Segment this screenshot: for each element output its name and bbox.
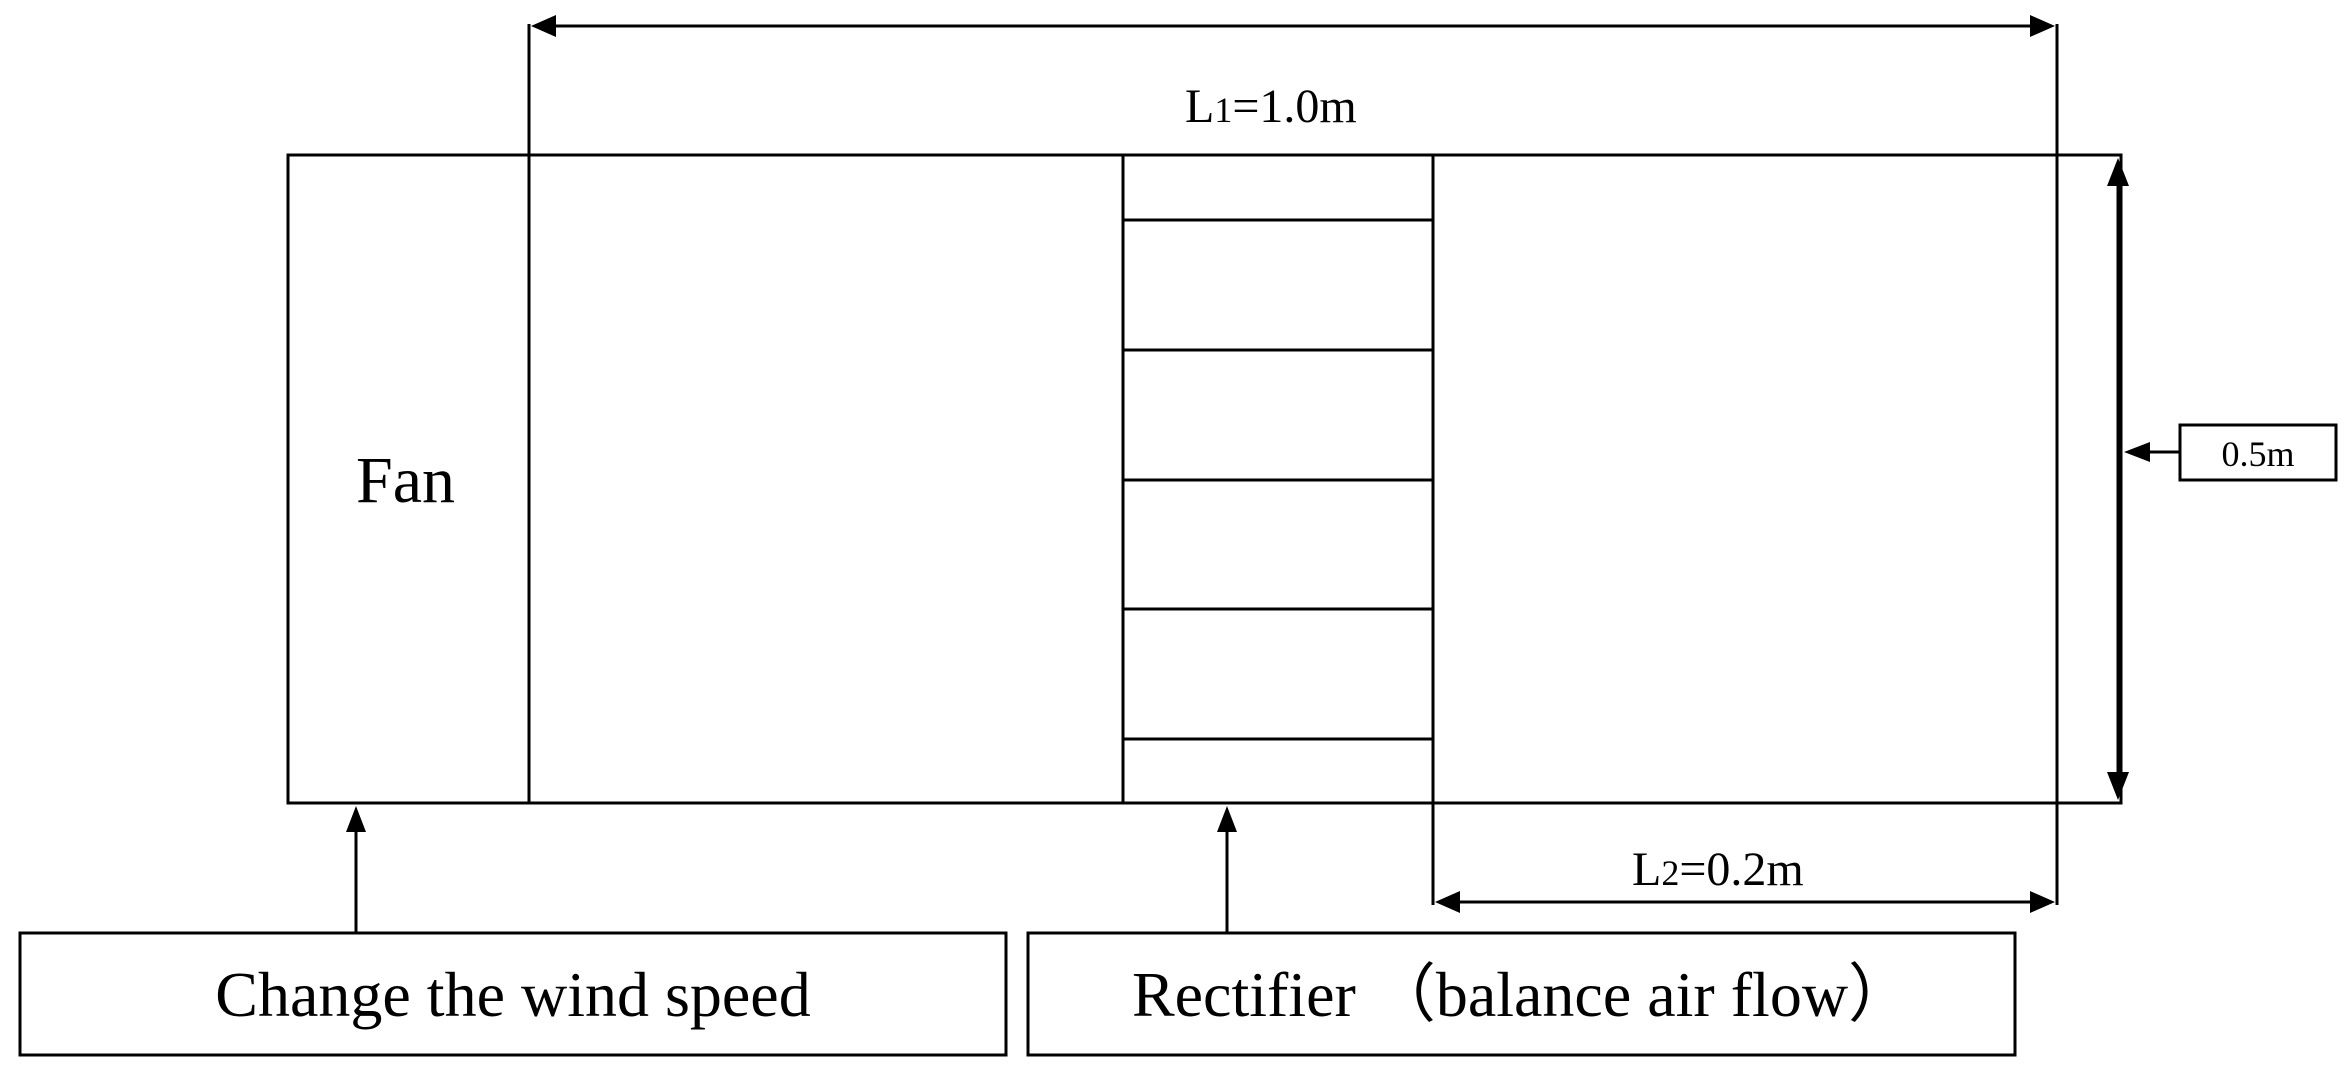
l2-dimension-label: L2=0.2m xyxy=(1632,843,1804,896)
fan-caption-box xyxy=(18,931,1008,1057)
rectifier xyxy=(1121,155,1435,905)
l1-dimension-arrow xyxy=(531,15,2055,37)
rectifier-caption-box xyxy=(1026,931,2017,1057)
height-dimension-arrow xyxy=(2107,158,2129,800)
arrowhead-left xyxy=(531,15,556,37)
fan-caption-pointer-arrowhead xyxy=(346,806,366,832)
height-pointer-arrowhead xyxy=(2124,442,2150,462)
rectifier-caption: Rectifier （balance air flow） xyxy=(1132,959,1912,1030)
height-label-box xyxy=(2178,423,2338,482)
arrowhead-up xyxy=(2107,158,2129,186)
arrowhead-down xyxy=(2107,772,2129,800)
rectifier-caption-pointer-arrowhead xyxy=(1217,806,1237,832)
arrowhead-left xyxy=(1435,891,1460,913)
l1-dimension-label: L1=1.0m xyxy=(1185,80,1357,133)
tunnel-outline xyxy=(286,153,2123,805)
fan-caption: Change the wind speed xyxy=(215,959,810,1030)
fan-label: Fan xyxy=(356,444,455,517)
arrowhead-right xyxy=(2030,891,2055,913)
l2-dimension-arrow xyxy=(1435,891,2055,913)
arrowhead-right xyxy=(2030,15,2055,37)
height-label: 0.5m xyxy=(2221,434,2294,474)
